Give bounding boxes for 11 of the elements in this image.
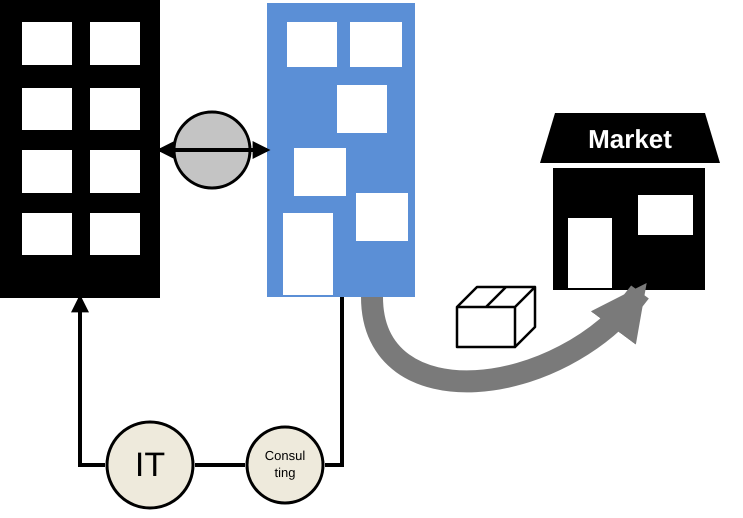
circle-node: [105, 420, 195, 510]
node-label: IT: [134, 446, 166, 484]
market-store: [540, 113, 720, 290]
circle-node: [245, 425, 325, 505]
connector-line: [195, 463, 245, 467]
node-label: Consul ting: [264, 448, 306, 482]
package-icon: [455, 285, 537, 349]
building-drawing: [267, 3, 415, 297]
node-label: Market: [588, 124, 672, 154]
connector-line: [325, 297, 344, 467]
building-drawing: [0, 0, 160, 298]
